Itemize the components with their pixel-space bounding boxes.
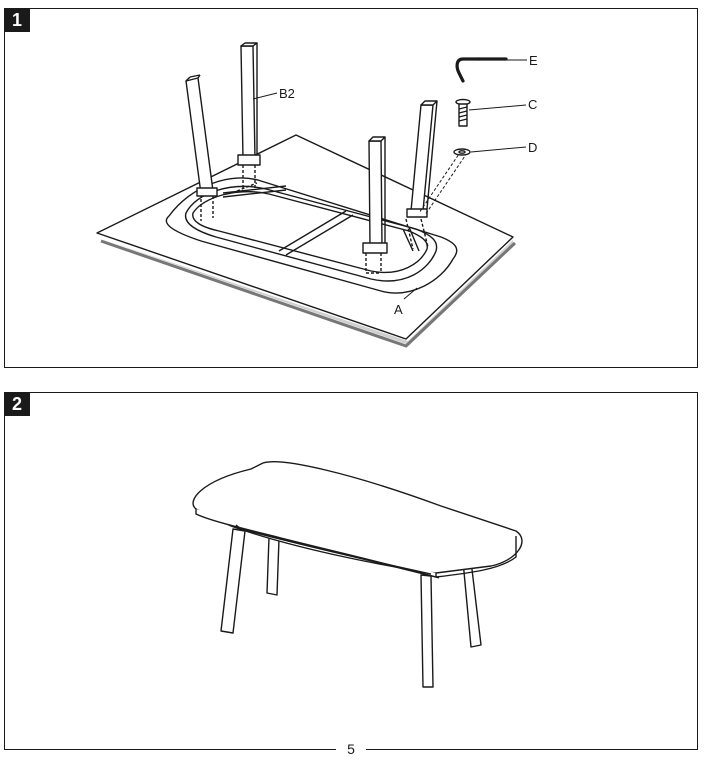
table-leg-front-left [220,528,246,634]
table-leg-back-left [266,536,280,596]
step-2-panel: 2 [4,392,698,750]
table-leg-front-right [420,574,434,688]
tabletop-outer [165,177,458,294]
step-1-illustration: B2 E C D A [96,42,538,348]
page-number: 5 [336,740,366,758]
leg-4 [410,104,434,212]
callout-c-label: C [528,97,537,112]
callout-a-label: A [394,302,403,317]
callout-d-label: D [528,140,537,155]
washer [453,148,471,156]
apron-frame [192,191,428,273]
allen-key [455,57,481,83]
callout-e-label: E [529,53,538,68]
table-leg-back-right [462,560,482,648]
step-2-illustration [192,461,523,688]
step-1-badge: 1 [4,8,30,32]
step-1-panel: 1 [4,8,698,368]
callout-b2-label: B2 [279,86,295,101]
leg-b2 [240,45,256,160]
cross-brace [278,210,347,252]
leg-1 [185,77,214,195]
tabletop-surface [192,461,523,574]
leg-3 [368,140,383,247]
step-2-badge: 2 [4,392,30,416]
tabletop-inner [184,185,438,282]
